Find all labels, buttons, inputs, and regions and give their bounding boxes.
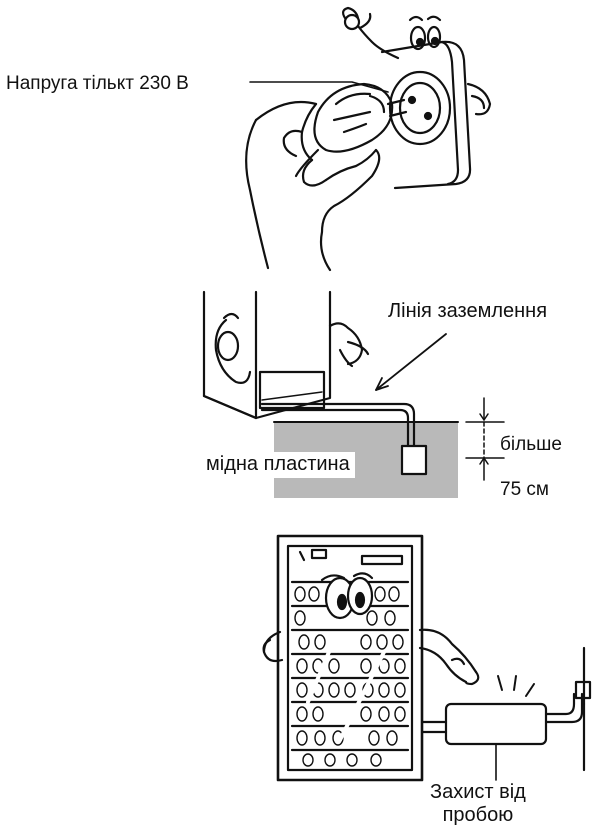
surge-protector bbox=[446, 704, 546, 744]
cabinet-character bbox=[216, 314, 250, 383]
ground-line-label: Лінія заземлення bbox=[388, 299, 547, 323]
spark-lines bbox=[498, 676, 534, 696]
appliance-cabinet bbox=[204, 292, 330, 418]
surge-label-line2: пробою bbox=[430, 804, 526, 827]
surge-panel bbox=[264, 536, 590, 780]
copper-plate bbox=[402, 446, 426, 474]
wall-outlet bbox=[576, 648, 590, 770]
pointing-hand bbox=[330, 323, 368, 366]
depth-more-label: більше bbox=[500, 434, 562, 457]
copper-plate-label: мідна пластина bbox=[203, 452, 355, 478]
socket-character bbox=[343, 8, 490, 114]
depth-dimension bbox=[466, 398, 504, 480]
surge-label-line1: Захист від bbox=[430, 781, 526, 804]
socket-panel bbox=[246, 8, 490, 270]
depth-value-label: 75 см bbox=[500, 479, 549, 502]
surge-protection-label: Захист від пробою bbox=[430, 781, 526, 827]
ground-line-arrow bbox=[376, 334, 446, 390]
power-plug bbox=[296, 84, 406, 176]
wine-cooler bbox=[278, 536, 422, 780]
voltage-label: Напруга тількт 230 В bbox=[6, 73, 189, 96]
